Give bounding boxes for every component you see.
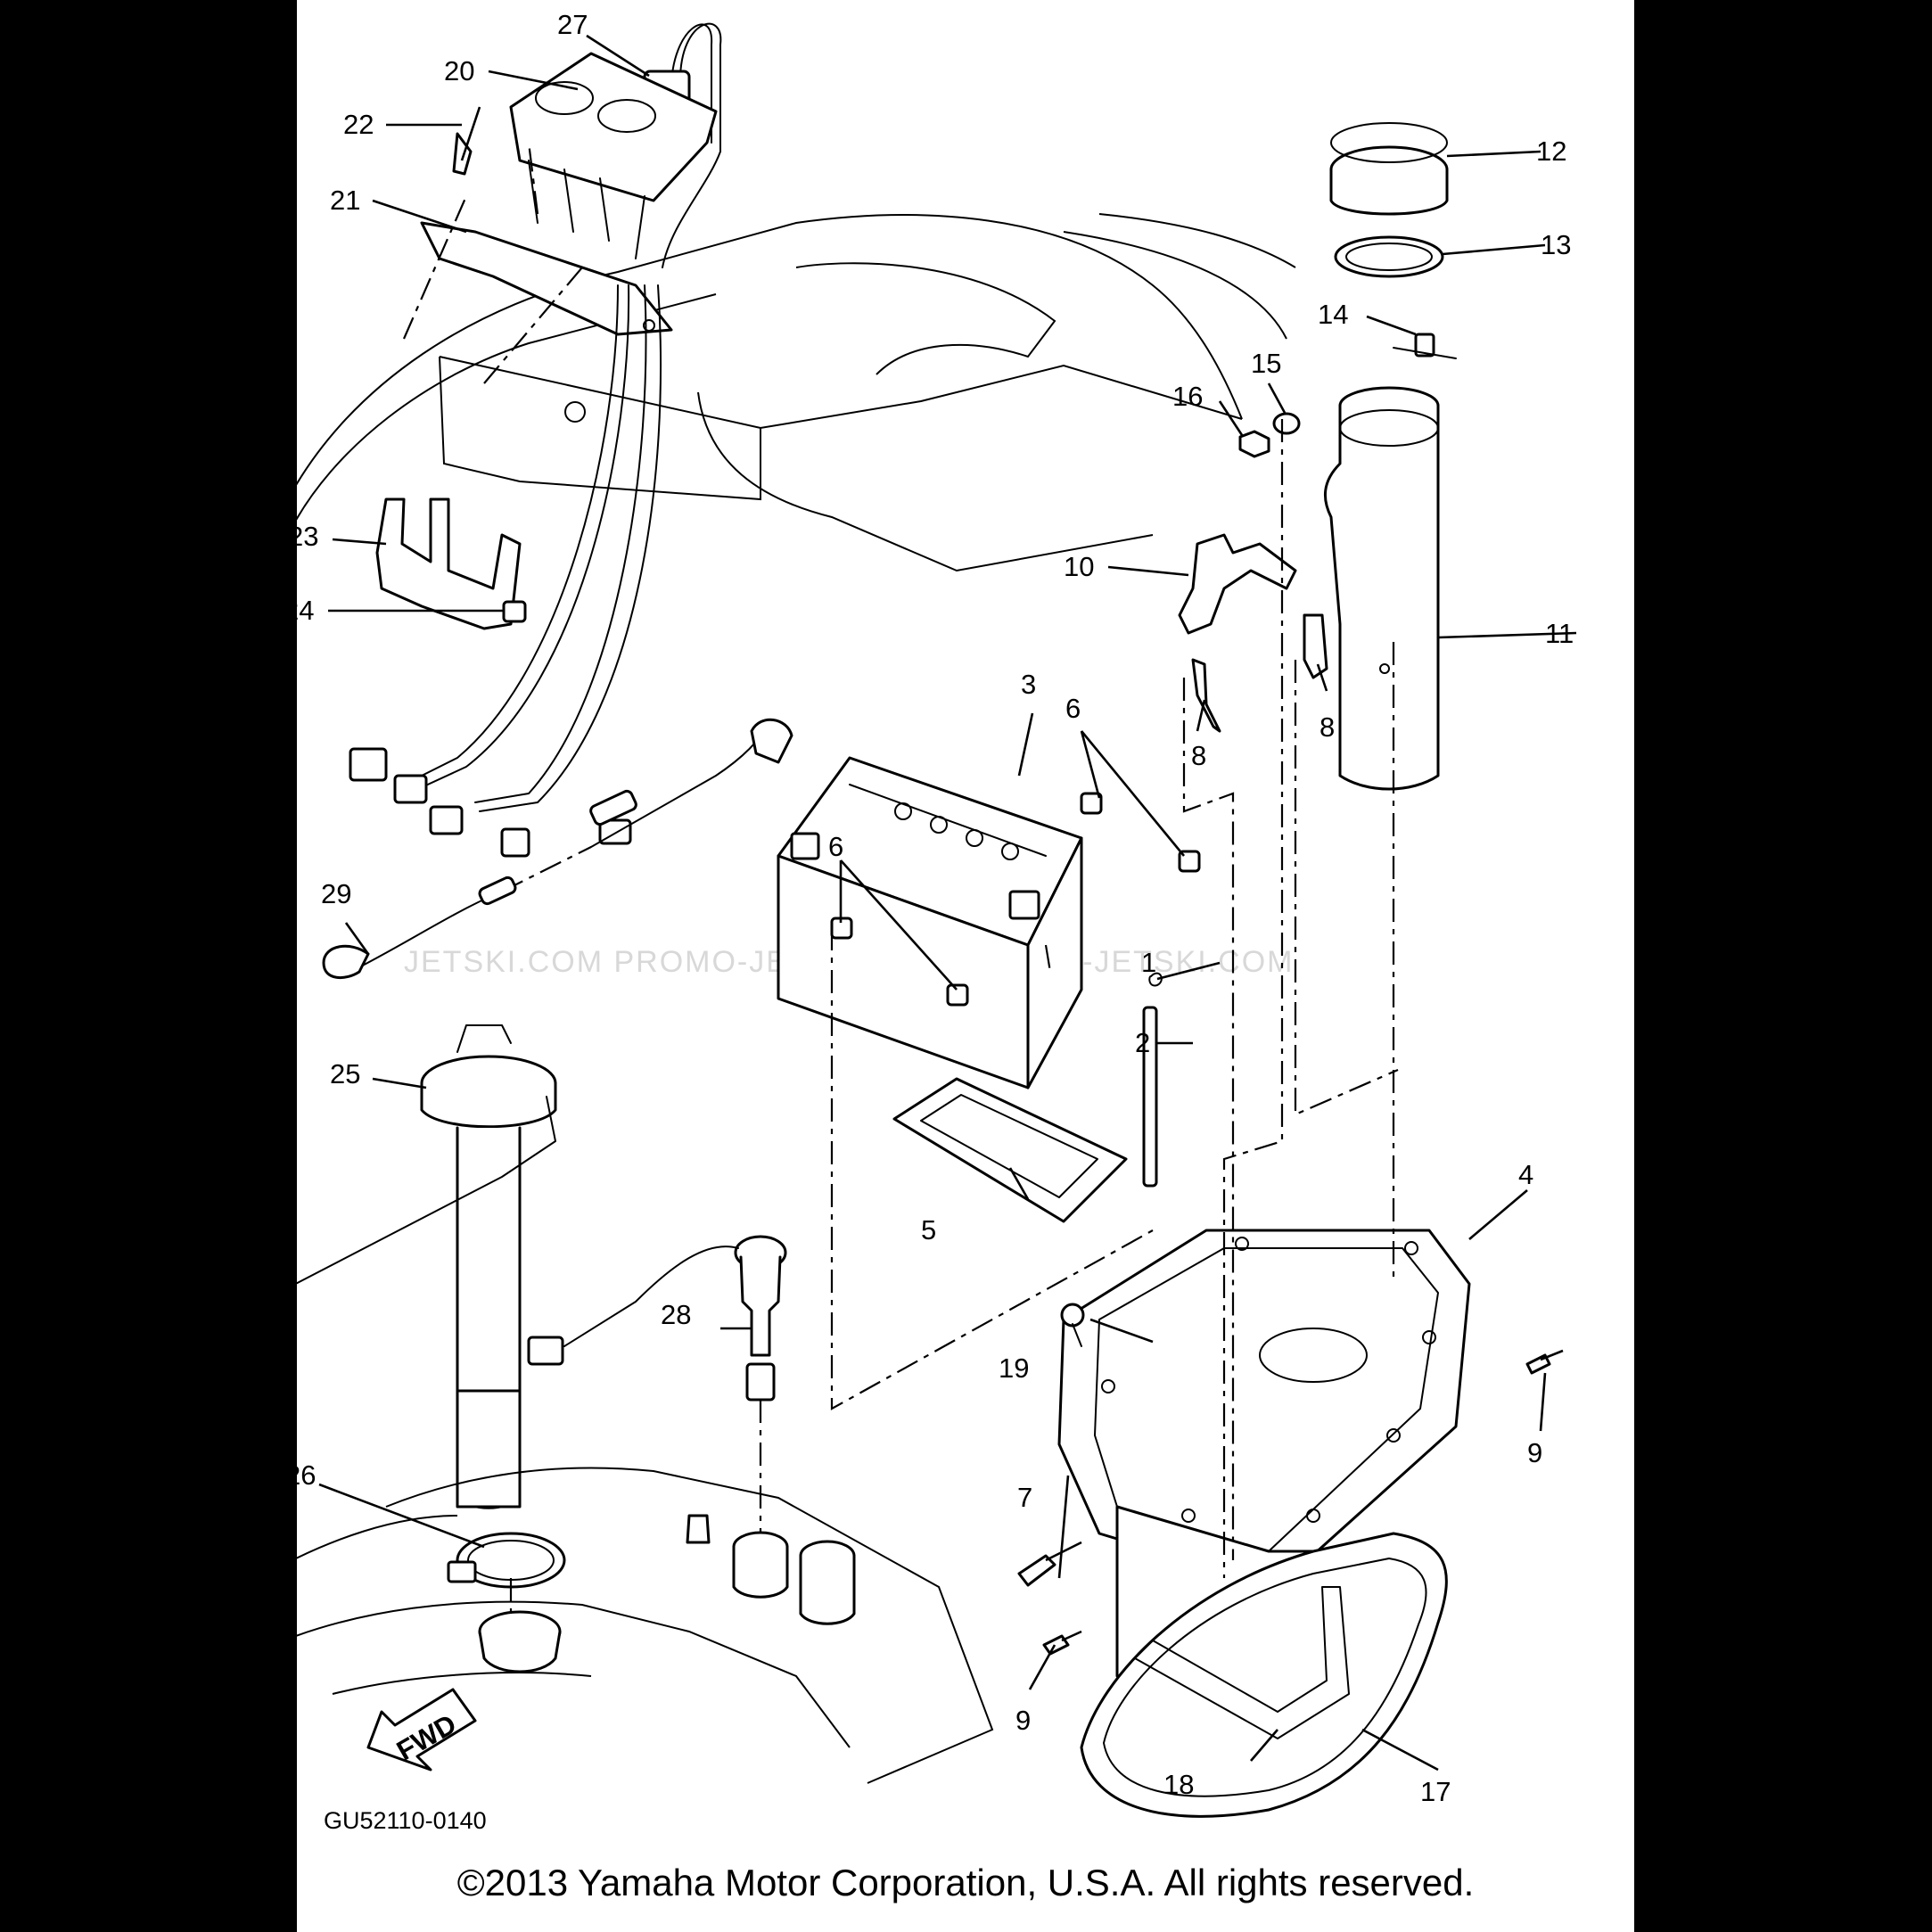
- callout-19: 19: [999, 1352, 1029, 1384]
- callout-6b: 6: [828, 831, 843, 862]
- callout-3: 3: [1021, 669, 1036, 700]
- callout-5: 5: [921, 1214, 936, 1246]
- callout-17: 17: [1420, 1776, 1451, 1807]
- callout-9b: 9: [1015, 1705, 1031, 1736]
- part-18-gasket: [1134, 1586, 1350, 1739]
- callout-25: 25: [330, 1058, 360, 1089]
- callout-labels: 27 20 22 21 23 24 29 25 28 26 3 6 6 8 8 …: [297, 9, 1574, 1807]
- part-12-cap: [1329, 122, 1449, 216]
- callout-16: 16: [1172, 381, 1203, 412]
- part-29-battery-cable: [322, 718, 793, 980]
- part-1-clip: [1148, 972, 1163, 987]
- callout-29: 29: [321, 878, 351, 909]
- callout-4: 4: [1518, 1159, 1533, 1190]
- part-17-gasket-frame: [1080, 1532, 1448, 1818]
- part-10-band: [1178, 533, 1297, 635]
- wire-harness: [349, 284, 662, 858]
- callout-24: 24: [297, 595, 314, 626]
- part-14-screw: [1393, 333, 1457, 359]
- part-8-brackets: [1191, 613, 1328, 733]
- part-13-gasket: [1334, 235, 1444, 278]
- exploded-parts-diagram: FWD: [297, 9, 1577, 1818]
- callout-7: 7: [1017, 1482, 1032, 1513]
- callout-8a: 8: [1191, 740, 1206, 771]
- diagram-sheet: JETSKI.COM PROMO-JETSKI.COM PROMO-JETSKI…: [297, 0, 1634, 1932]
- callout-20: 20: [444, 55, 474, 86]
- callout-8b: 8: [1320, 711, 1335, 743]
- part-25-fuel-sender: [297, 1024, 557, 1509]
- part-11-filler-tube: [1323, 386, 1440, 791]
- copyright-notice: ©2013 Yamaha Motor Corporation, U.S.A. A…: [456, 1862, 1475, 1903]
- callout-12: 12: [1536, 136, 1566, 167]
- callout-2: 2: [1135, 1027, 1150, 1058]
- leader-lines: [318, 34, 1577, 1772]
- callout-11: 11: [1545, 618, 1574, 649]
- part-16-nut: [1238, 430, 1270, 458]
- part-24-clip: [502, 600, 527, 623]
- part-20-meter-housing: [509, 52, 718, 259]
- part-21-bracket: [420, 221, 673, 336]
- part-3-battery: [777, 756, 1083, 1089]
- part-6-collars: [830, 792, 1201, 1007]
- callout-23: 23: [297, 521, 318, 552]
- callout-27: 27: [557, 9, 588, 40]
- callout-18: 18: [1163, 1769, 1194, 1800]
- part-26-clamp: [447, 1532, 566, 1589]
- diagram-code: GU52110-0140: [324, 1807, 487, 1834]
- callout-15: 15: [1251, 348, 1281, 379]
- callout-26: 26: [297, 1459, 316, 1491]
- callout-10: 10: [1064, 551, 1094, 582]
- callout-21: 21: [330, 185, 360, 216]
- callout-9a: 9: [1527, 1437, 1542, 1468]
- callout-28: 28: [661, 1299, 691, 1330]
- hull-upper-deck: [297, 213, 1296, 572]
- part-23-holder: [375, 497, 522, 630]
- callout-22: 22: [343, 109, 374, 140]
- part-7-rivet: [1017, 1541, 1082, 1587]
- assembly-lines: [402, 142, 1399, 1614]
- callout-14: 14: [1318, 299, 1348, 330]
- part-22-rivet: [452, 106, 481, 176]
- part-9-rivets: [1042, 1349, 1564, 1656]
- part-28-sensor: [527, 1235, 787, 1402]
- callout-13: 13: [1541, 229, 1571, 260]
- part-2-rod: [1142, 1006, 1158, 1188]
- part-5-mat: [892, 1077, 1128, 1223]
- part-19-screw: [1060, 1303, 1085, 1347]
- fwd-arrow: FWD: [366, 1688, 477, 1772]
- fuel-tank: [297, 1467, 994, 1784]
- part-15-washer: [1272, 412, 1301, 435]
- callout-6a: 6: [1065, 693, 1081, 724]
- callout-1: 1: [1141, 947, 1156, 978]
